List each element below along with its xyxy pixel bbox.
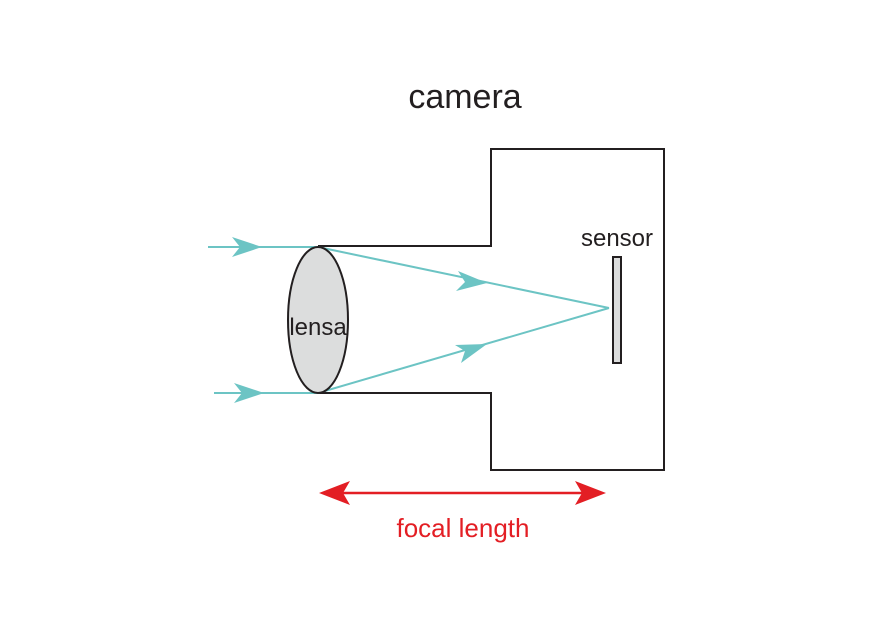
sensor-label: sensor [581, 225, 653, 252]
focal-length-label: focal length [397, 513, 530, 543]
ray-arrowhead-bottom-mid [455, 344, 487, 363]
lens-label: lensa [289, 314, 347, 341]
ray-arrowhead-bottom-in [234, 383, 264, 403]
diagram-title: camera [408, 78, 521, 116]
focal-arrowhead-left [319, 481, 350, 505]
converging-ray-bottom [317, 307, 610, 394]
focal-arrowhead-right [575, 481, 606, 505]
ray-arrowhead-top-mid [456, 271, 487, 291]
sensor-plate [612, 256, 622, 364]
camera-body-outline [318, 148, 665, 471]
lens-shape [287, 246, 349, 394]
ray-arrowhead-top-in [232, 237, 262, 257]
